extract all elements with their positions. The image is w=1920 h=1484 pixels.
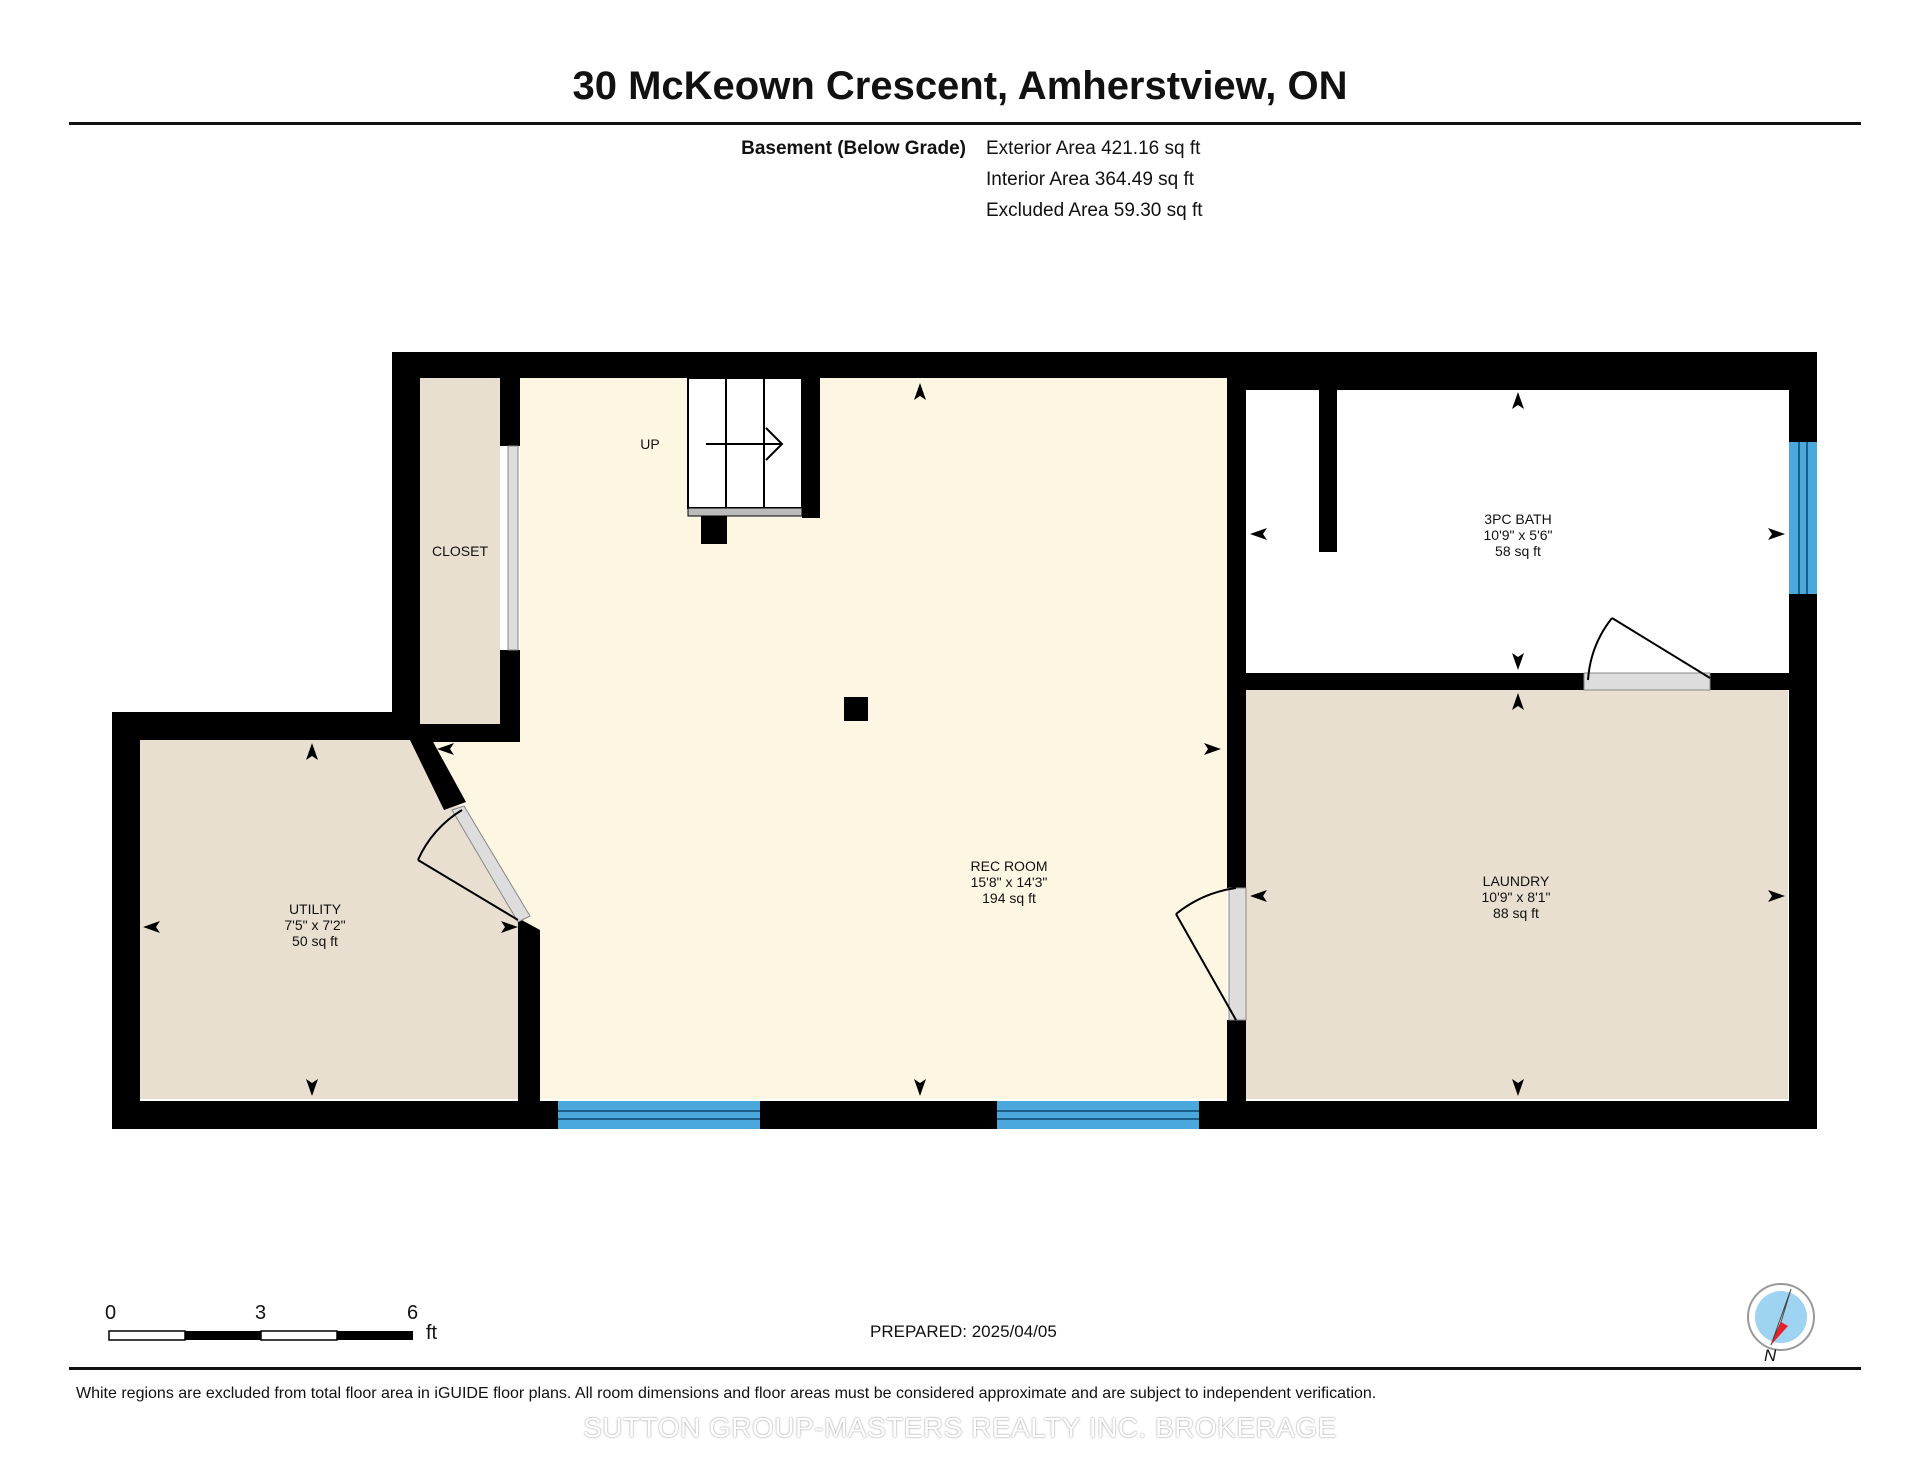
closet-label: CLOSET [432,543,488,559]
rec-room-floor [420,378,1227,1099]
laundry-dims: 10'9" x 8'1" [1482,889,1551,905]
dimension-markers [143,383,1785,1096]
scale-tick-6: 6 [407,1302,419,1324]
bath-dims: 10'9" x 5'6" [1484,527,1553,543]
doors [417,617,1711,1021]
compass-icon [1747,1283,1815,1351]
footer-divider [69,1367,1861,1370]
scale-bar [108,1330,413,1341]
bath-area: 58 sq ft [1495,543,1541,559]
header-divider [69,122,1861,125]
staircase [687,377,820,518]
compass-north-label: N [1764,1346,1777,1365]
rec-room-dims: 15'8" x 14'3" [971,874,1048,890]
exterior-area: Exterior Area 421.16 sq ft [986,138,1201,159]
utility-name: UTILITY [289,901,342,917]
laundry-name: LAUNDRY [1483,873,1550,889]
utility-dims: 7'5" x 7'2" [284,917,345,933]
bath-name: 3PC BATH [1484,511,1551,527]
page-title: 30 McKeown Crescent, Amherstview, ON [572,64,1348,108]
windows [558,442,1817,1129]
laundry-floor [1246,690,1788,1099]
scale-tick-0: 0 [105,1302,117,1324]
closet-floor [420,378,500,724]
laundry-area: 88 sq ft [1493,905,1539,921]
brokerage-watermark: SUTTON GROUP-MASTERS REALTY INC. BROKERA… [583,1412,1337,1443]
level-label: Basement (Below Grade) [741,138,966,159]
prepared-date: PREPARED: 2025/04/05 [870,1322,1057,1341]
disclaimer-text: White regions are excluded from total fl… [76,1385,1377,1402]
scale-tick-3: 3 [255,1302,267,1324]
interior-area: Interior Area 364.49 sq ft [986,169,1195,190]
rec-room-name: REC ROOM [971,858,1048,874]
excluded-area: Excluded Area 59.30 sq ft [986,200,1203,221]
closet-sliding-door [507,445,519,651]
stairs-up-label: UP [640,436,659,452]
rec-room-area: 194 sq ft [982,890,1036,906]
scale-unit: ft [426,1322,438,1344]
utility-area: 50 sq ft [292,933,338,949]
utility-floor [140,740,524,1099]
